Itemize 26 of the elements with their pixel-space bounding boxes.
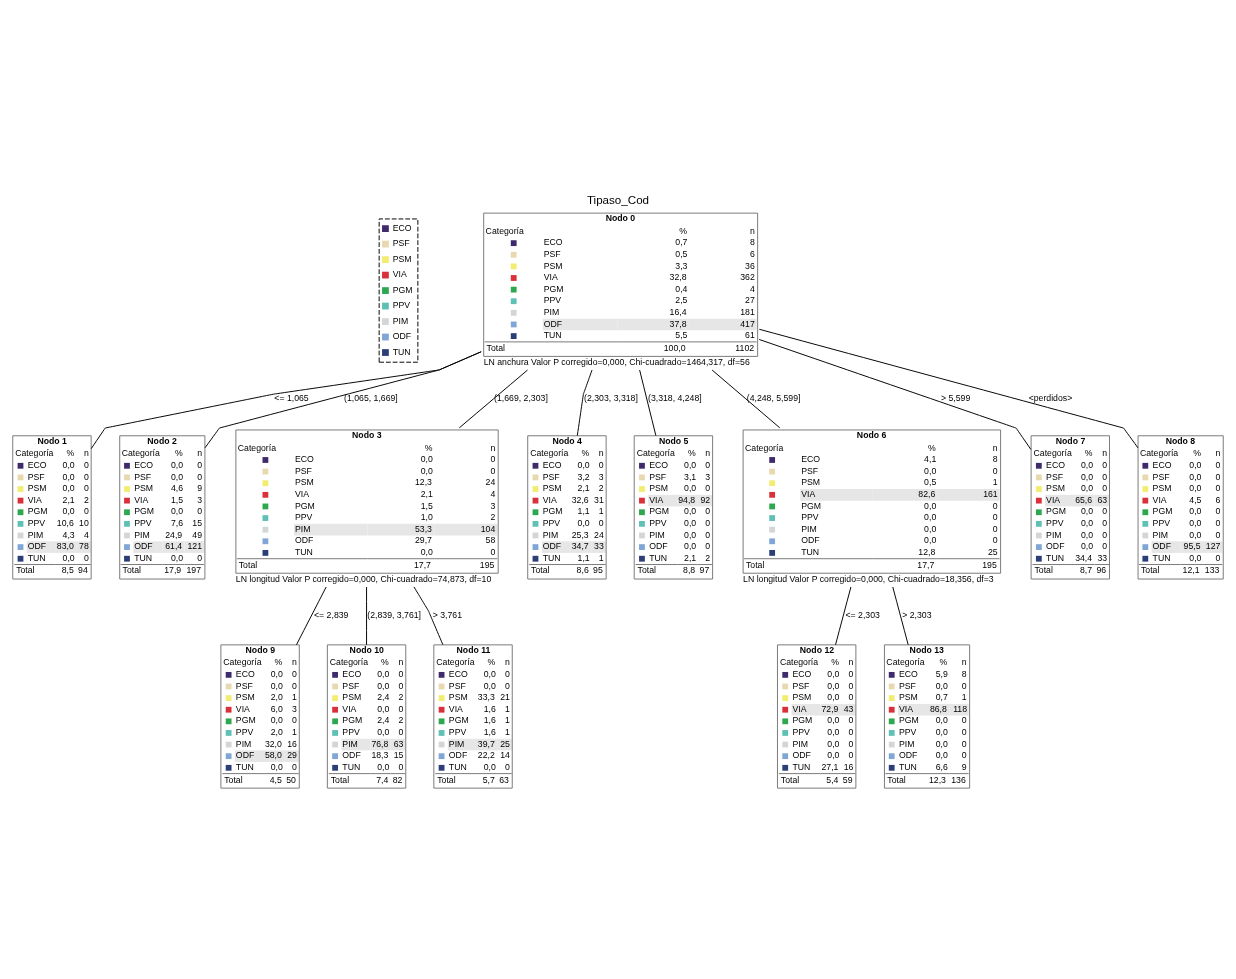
edge-label: > 3,761 [432,609,463,620]
edge-label: > 5,599 [940,393,971,404]
edge-label: <= 1,065 [274,393,309,404]
legend-label: VIA [392,269,407,280]
edge-label: (4,248, 5,599] [746,393,801,404]
edge-label: (1,669, 2,303] [494,393,548,404]
node-label: LN anchura Valor P corregido=0,000, Chi-cuadrado=1464,317, df=56 [483,357,750,368]
legend-label: PGM [392,284,413,295]
legend-label: PPV [392,300,411,311]
legend-label: TUN [392,346,411,357]
edge-label: (1,065, 1,669] [344,393,398,404]
edge-label: <= 2,303 [845,609,880,620]
diagram-title: Tipaso_Cod [586,193,650,207]
edge-label: <= 2,839 [314,609,349,620]
edge-label: > 2,303 [902,609,932,620]
edge-label: (3,318, 4,248] [648,393,702,404]
legend-label: ECO [392,222,412,233]
edge-label: (2,303, 3,318] [584,393,638,404]
legend-label: PIM [392,315,409,326]
legend-label: PSM [392,253,412,264]
edge-label: <perdidos> [1028,393,1073,404]
node-label: LN longitud Valor P corregido=0,000, Chi-cuadrado=74,873, df=10 [235,574,492,585]
edge-label: (2,839, 3,761] [367,609,422,620]
legend-label: ODF [392,331,412,342]
legend-label: PSF [392,238,410,249]
node-label: LN longitud Valor P corregido=0,000, Chi-cuadrado=18,356, df=3 [743,574,994,585]
